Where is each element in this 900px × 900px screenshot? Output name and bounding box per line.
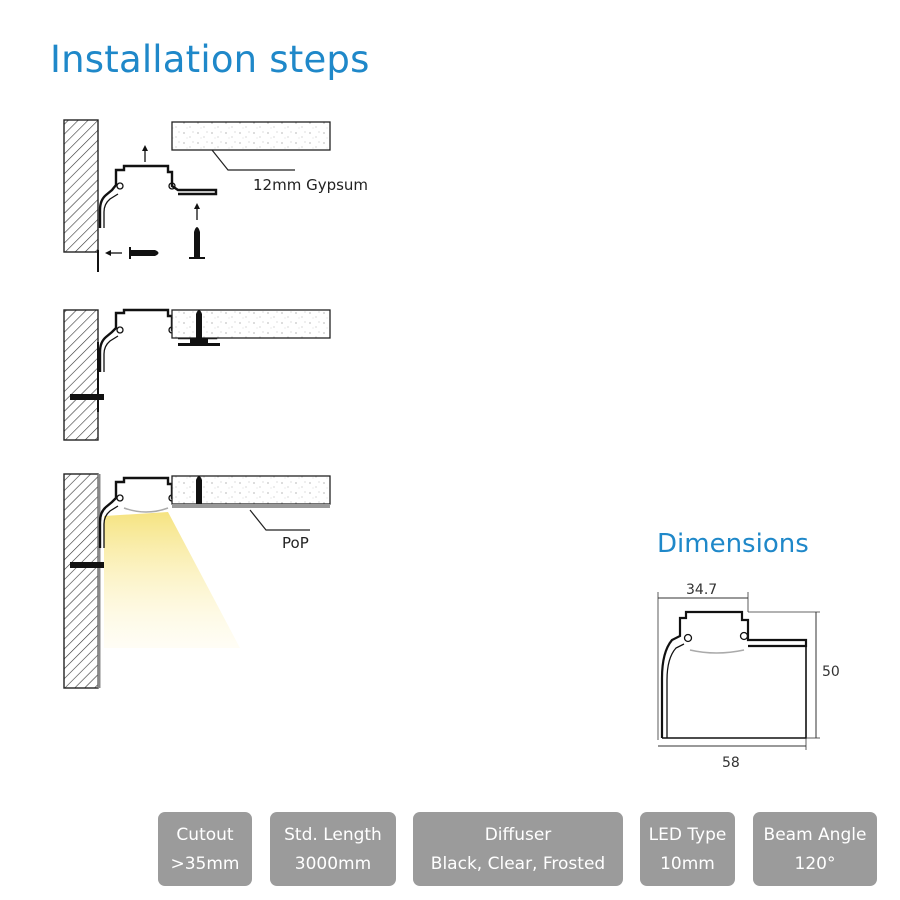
spec-label: Beam Angle	[763, 825, 867, 845]
gypsum-label: 12mm Gypsum	[253, 176, 368, 194]
spec-value: 3000mm	[294, 854, 372, 874]
page-title: Installation steps	[50, 38, 370, 81]
spec-value: >35mm	[170, 854, 240, 874]
spec-value: 10mm	[660, 854, 715, 874]
step-3-diagram: PoP	[63, 473, 331, 689]
spec-label: Std. Length	[284, 825, 382, 845]
gypsum-board-2	[171, 309, 331, 339]
spec-label: LED Type	[648, 825, 727, 845]
spec-cutout: Cutout >35mm	[158, 812, 252, 886]
pop-layer	[172, 504, 330, 508]
dimensions-title: Dimensions	[657, 529, 809, 559]
pop-label: PoP	[282, 534, 309, 552]
spec-std-length: Std. Length 3000mm	[270, 812, 396, 886]
spec-value: 120°	[794, 854, 836, 874]
step-1-diagram: 12mm Gypsum	[63, 119, 368, 272]
wall-2	[63, 309, 99, 441]
spec-led-type: LED Type 10mm	[640, 812, 735, 886]
light-beam	[104, 512, 240, 648]
installation-diagram: 12mm Gypsum	[63, 119, 840, 771]
spec-label: Cutout	[176, 825, 234, 845]
dimensions-diagram: 34.7 50 58	[657, 582, 840, 771]
spec-diffuser: Diffuser Black, Clear, Frosted	[413, 812, 623, 886]
spec-value: Black, Clear, Frosted	[430, 854, 606, 874]
dimension-width: 58	[722, 755, 740, 771]
dimension-cutout-width: 34.7	[686, 582, 717, 598]
gypsum-board-3	[171, 475, 331, 505]
step-2-diagram	[63, 308, 331, 441]
wall-3	[63, 473, 99, 689]
spec-label: Diffuser	[484, 825, 552, 845]
gypsum-board-1	[171, 121, 331, 151]
spec-beam-angle: Beam Angle 120°	[753, 812, 877, 886]
dimension-height: 50	[822, 664, 840, 680]
wall-1	[63, 119, 99, 253]
